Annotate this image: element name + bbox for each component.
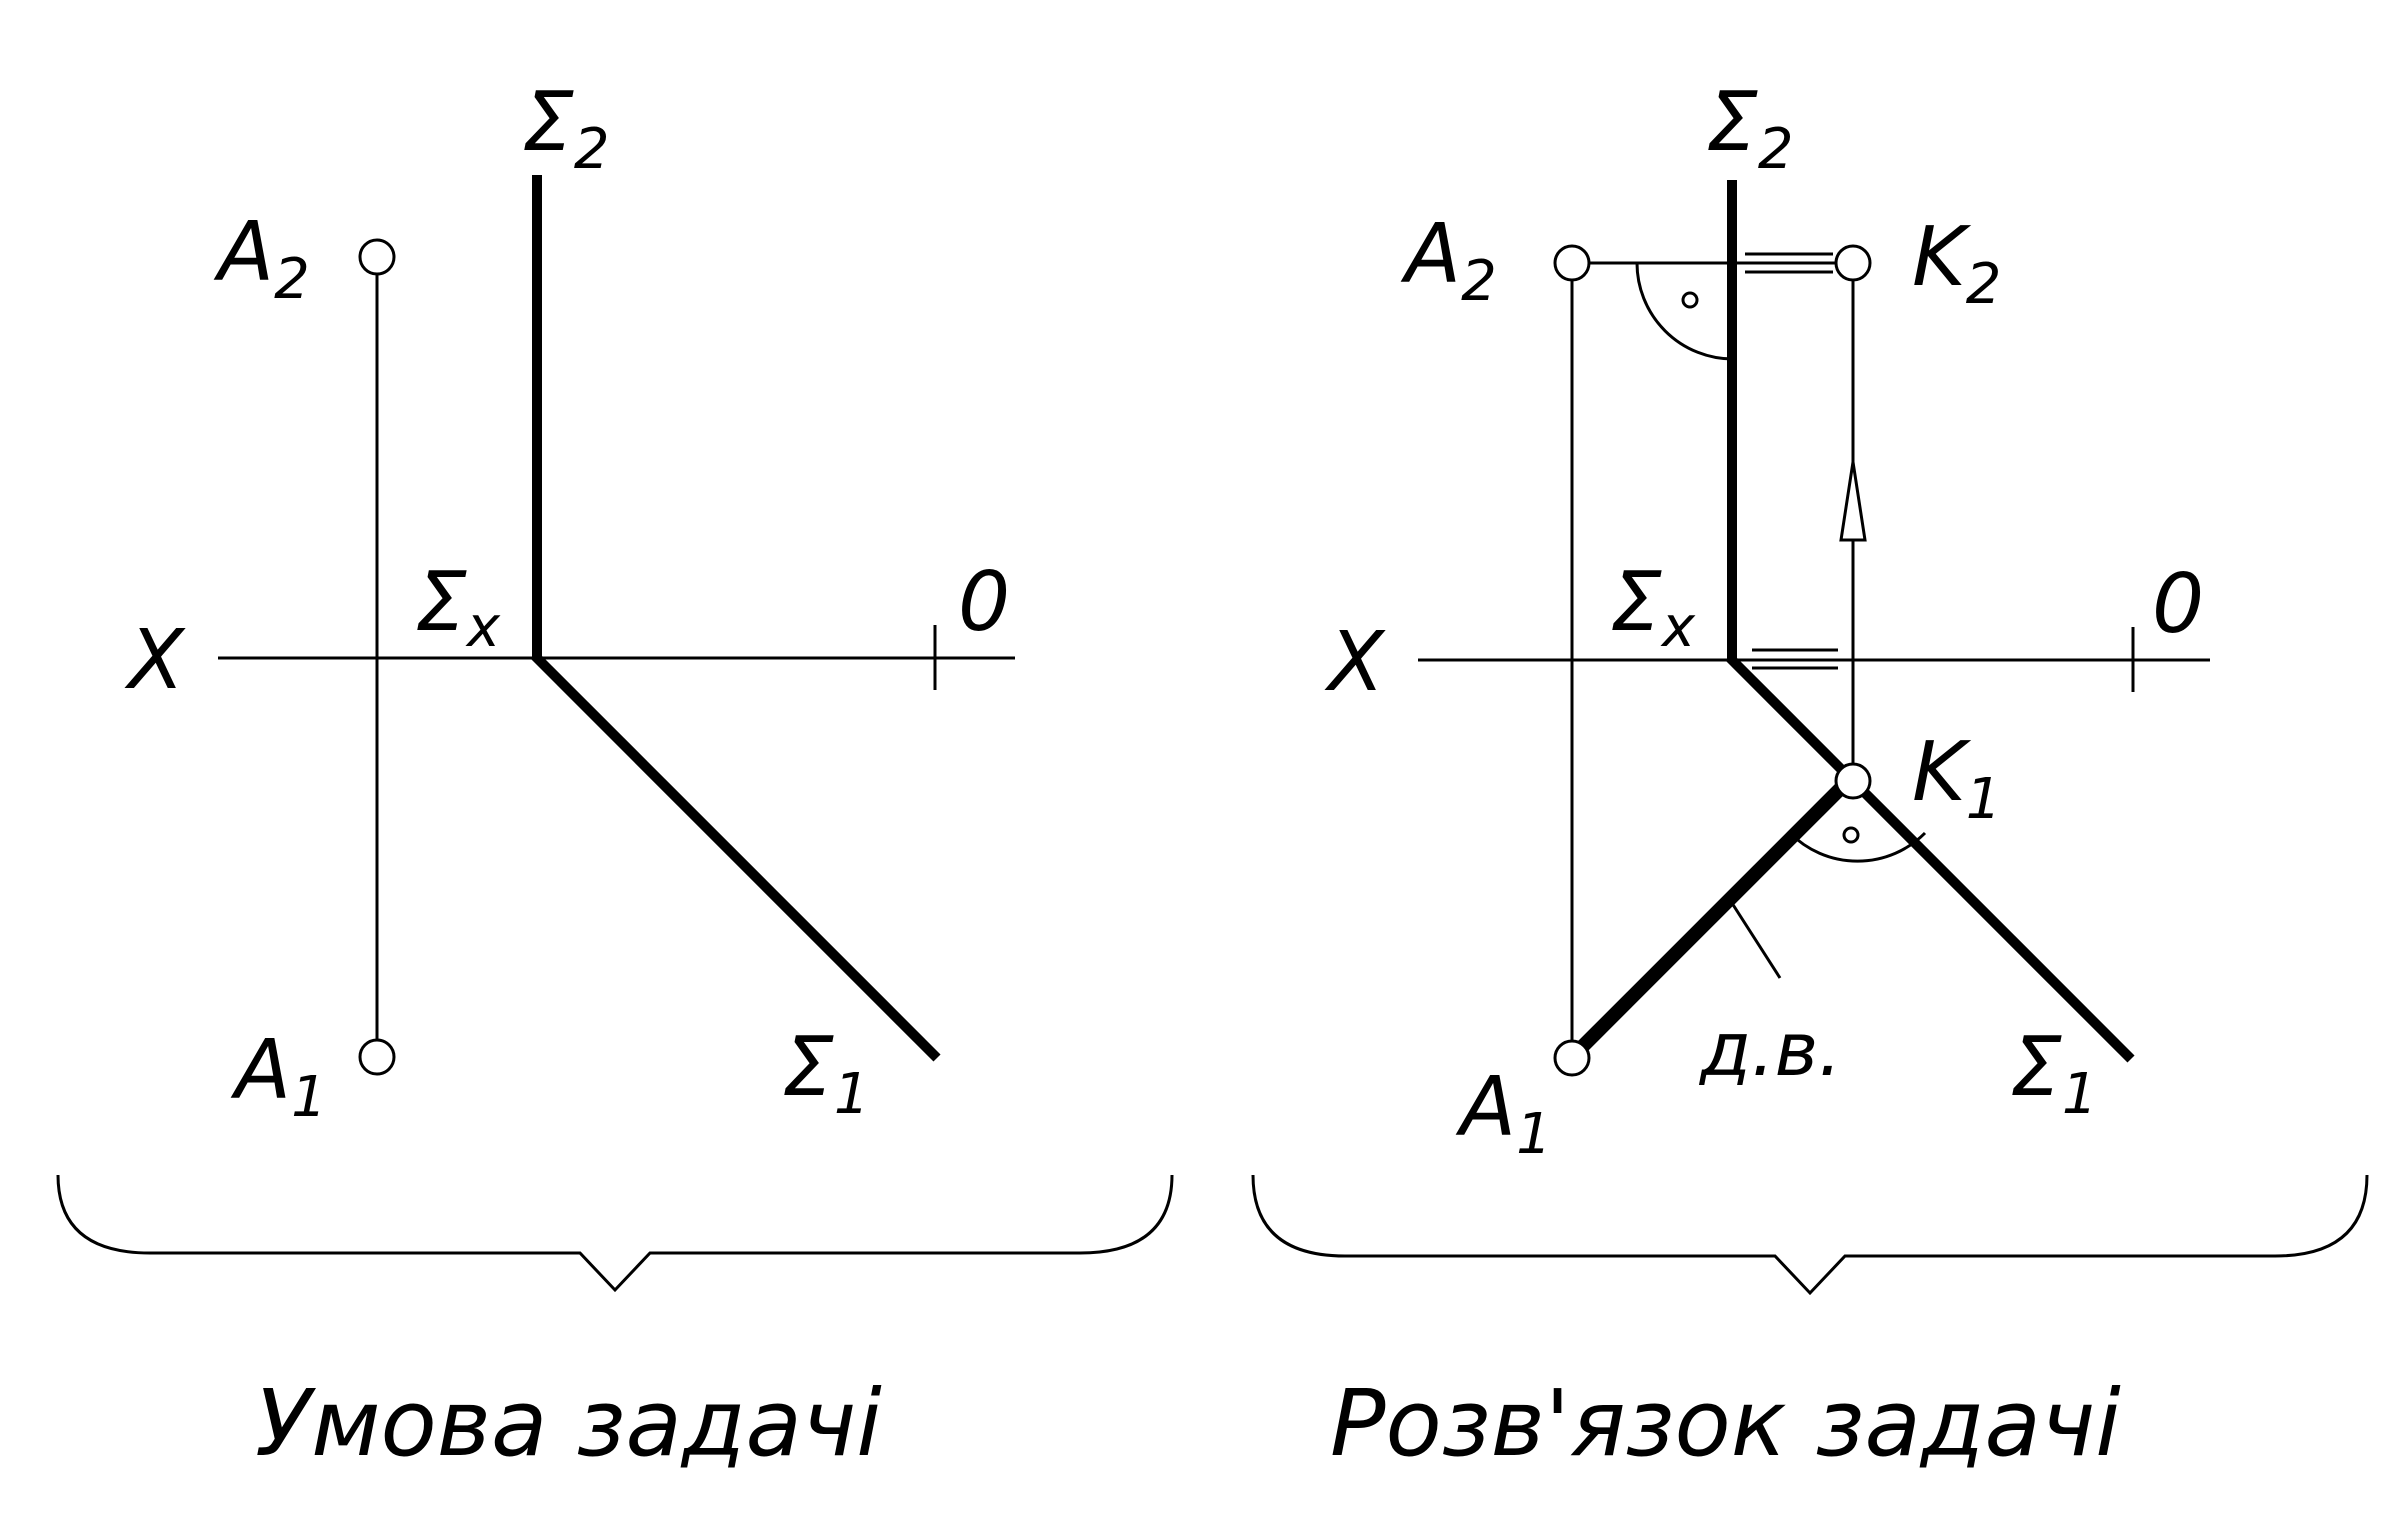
direction-arrow (1839, 461, 1867, 542)
plane-trace-sigma1 (1726, 654, 2135, 1063)
label-k2: K2 (1912, 210, 2001, 317)
label-origin: 0 (2152, 557, 2204, 652)
point-a1 (358, 1038, 396, 1076)
point-k2 (1834, 244, 1872, 282)
label-sigma-x: Σx (415, 555, 501, 660)
point-a1 (1553, 1039, 1591, 1077)
right-panel: Σ2 A2 K2 X Σx 0 K1 д.в. A1 Σ1 Розв'язок … (1251, 75, 2369, 1477)
label-k1: K1 (1912, 725, 2001, 832)
label-a2: A2 (1400, 207, 1497, 314)
brace-left (56, 1174, 1174, 1293)
brace-right (1251, 1174, 2369, 1296)
left-panel: Σ2 A2 X Σx 0 A1 Σ1 Умова задачі (56, 75, 1174, 1477)
right-angle-arc-k1 (1788, 831, 1927, 863)
point-a2 (1553, 244, 1591, 282)
right-angle-dot-a2 (1681, 291, 1699, 309)
caption-right: Розв'язок задачі (1330, 1370, 2121, 1477)
label-a1: A1 (230, 1023, 327, 1130)
caption-left: Умова задачі (255, 1370, 882, 1477)
label-a1: A1 (1455, 1060, 1552, 1167)
label-a2: A2 (213, 205, 310, 312)
label-sigma-x: Σx (1610, 555, 1696, 660)
plane-trace-sigma1 (531, 652, 941, 1062)
right-angle-dot-k1 (1842, 826, 1860, 844)
label-sigma2: Σ2 (1706, 75, 1793, 182)
label-origin: 0 (958, 555, 1010, 650)
point-k1 (1834, 762, 1872, 800)
point-a2 (358, 238, 396, 276)
label-sigma1: Σ1 (782, 1020, 869, 1127)
label-x-axis: X (1324, 615, 1386, 710)
label-sigma2: Σ2 (522, 75, 609, 182)
perpendicular-a1-k1 (1578, 781, 1848, 1051)
label-x-axis: X (124, 613, 186, 708)
leader-true-size (1728, 899, 1782, 979)
label-true-size: д.в. (1698, 1007, 1842, 1093)
right-angle-arc-a2 (1635, 262, 1734, 361)
label-sigma1: Σ1 (2010, 1020, 2097, 1127)
